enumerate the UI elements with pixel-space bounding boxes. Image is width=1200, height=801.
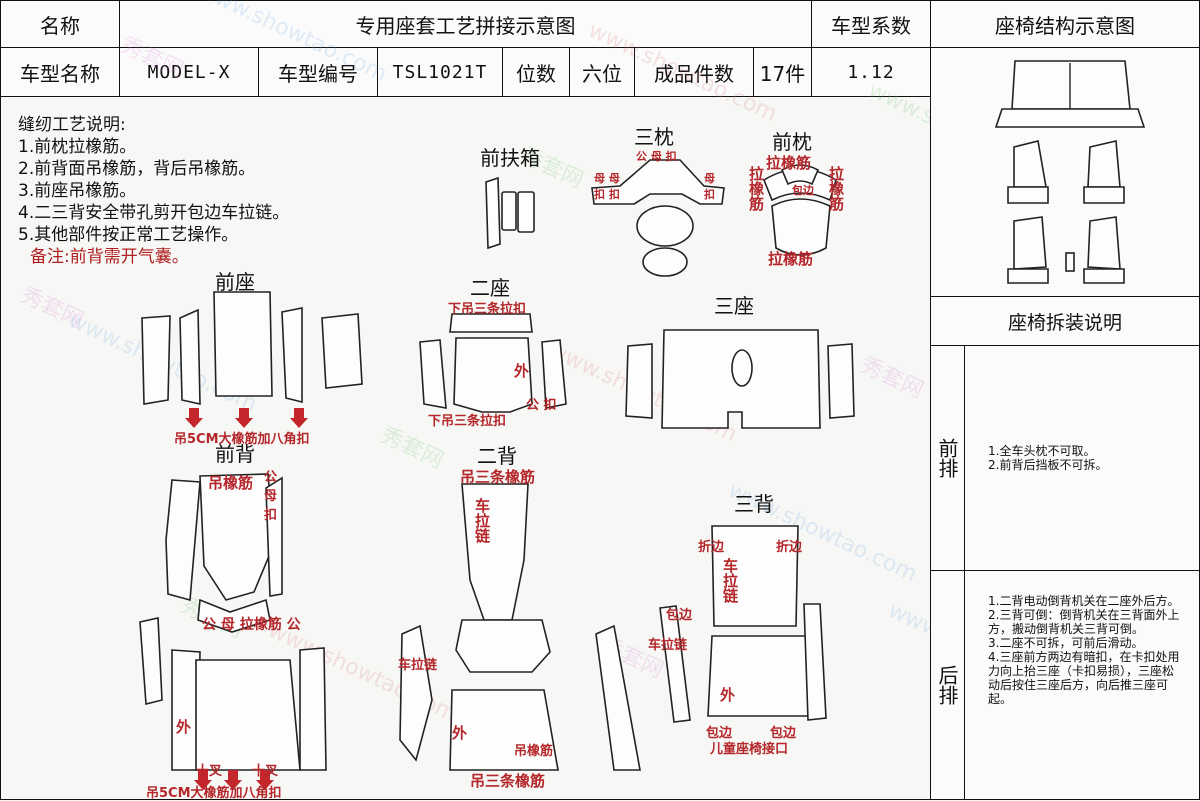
annotation-third-back-zip-left: 车拉链: [648, 638, 688, 653]
annotation-second-seat-top: 下吊三条拉扣: [448, 302, 527, 317]
annotation-front-back-cross-left: 十叉: [196, 764, 223, 779]
annotation-third-pillow-clip: 公 母 扣: [636, 150, 677, 163]
annotation-third-back-fold-left: 折边: [698, 540, 725, 555]
rear-row-note: 1.二背电动倒背机关在二座外后方。: [988, 594, 1180, 608]
front-row-label-cell: 前排: [930, 345, 965, 571]
model-name: MODEL-X: [147, 61, 231, 83]
front-row-note: 2.前背后挡板不可拆。: [988, 458, 1108, 472]
annotation-second-seat-clip: 公 扣: [526, 398, 557, 413]
disassembly-title: 座椅拆装说明: [1007, 311, 1122, 334]
model-code: TSL1021T: [392, 61, 488, 83]
annotation-third-pillow-mu-left: 母 母 扣 扣: [594, 172, 620, 201]
structure-title: 座椅结构示意图: [995, 13, 1135, 38]
label-third-pillow: 三枕: [634, 125, 674, 149]
series-label: 车型系数: [831, 13, 911, 38]
notes-title: 缝纫工艺说明:: [18, 115, 126, 135]
series-value-cell: 1.12: [811, 47, 931, 97]
pieces-cell: 17件: [753, 47, 812, 97]
annotation-second-back-hang: 吊橡筋: [514, 744, 554, 759]
rear-row-notes: 1.二背电动倒背机关在二座外后方。 2.三背可倒：倒背机关在三背面外上方，搬动倒…: [988, 594, 1184, 706]
model-name-label-cell: 车型名称: [0, 47, 120, 97]
annotation-third-back-fold-right: 折边: [776, 540, 803, 555]
rear-row-label-cell: 后排: [930, 570, 965, 800]
annotation-third-pillow-mu-right: 母 扣: [704, 172, 715, 201]
annotation-pillow-side-left: 拉橡筋: [747, 166, 765, 211]
annotation-pillow-rubber-bottom: 拉橡筋: [768, 250, 814, 268]
model-code-cell: TSL1021T: [377, 47, 503, 97]
name-label: 名称: [40, 13, 80, 38]
label-front-back: 前背: [215, 442, 255, 466]
label-front-seat: 前座: [215, 270, 255, 294]
notes-item: 4.二三背安全带孔剪开包边车拉链。: [18, 203, 290, 223]
front-row-label: 前排: [935, 438, 959, 478]
page-title: 专用座套工艺拼接示意图: [355, 13, 576, 38]
annotation-third-back-outer: 外: [720, 686, 736, 704]
annotation-second-back-zipper: 车拉链: [473, 498, 491, 543]
annotation-second-back-zip-left: 车拉链: [398, 658, 438, 673]
pieces-value: 17件: [759, 61, 806, 86]
name-label-cell: 名称: [0, 0, 120, 48]
rear-row-note: 2.三背可倒：倒背机关在三背面外上方，搬动倒背机关三背可倒。: [988, 608, 1180, 636]
seats-value: 六位: [582, 61, 622, 86]
front-row-notes: 1.全车头枕不可取。 2.前背后挡板不可拆。: [988, 444, 1107, 472]
notes-item: 1.前枕拉橡筋。: [18, 137, 137, 157]
label-front-pillow: 前枕: [772, 130, 812, 154]
annotation-second-back-outer: 外: [452, 724, 468, 742]
model-name-label: 车型名称: [20, 61, 100, 86]
annotation-second-back-top: 吊三条橡筋: [460, 468, 536, 486]
model-name-cell: MODEL-X: [119, 47, 259, 97]
notes-item: 2.前背面吊橡筋，背后吊橡筋。: [18, 159, 256, 179]
seats-cell: 六位: [569, 47, 635, 97]
pieces-label: 成品件数: [654, 61, 734, 86]
annotation-pillow-side-right: 拉橡筋: [827, 166, 845, 211]
annotation-side-gm: 公 母 扣: [264, 470, 278, 523]
series-value: 1.12: [847, 61, 895, 83]
front-row-note: 1.全车头枕不可取。: [988, 444, 1096, 458]
notes-item: 3.前座吊橡筋。: [18, 181, 137, 201]
annotation-second-back-bottom: 吊三条橡筋: [470, 772, 546, 790]
disassembly-title-cell: 座椅拆装说明: [930, 296, 1200, 346]
label-third-seat: 三座: [714, 294, 754, 318]
label-third-back: 三背: [734, 492, 774, 516]
annotation-front-back-cross-right: 十叉: [252, 764, 279, 779]
annotation-second-seat-outer: 外: [514, 362, 530, 380]
annotation-third-back-zipper: 车拉链: [721, 558, 739, 603]
annotation-front-back-outer: 外: [176, 718, 192, 736]
annotation-pillow-rubber: 拉橡筋: [766, 154, 812, 172]
rear-row-note: 4.三座前方两边有暗扣，在卡扣处用力向上抬三座（卡扣易损），三座松动后按住三座后…: [988, 650, 1180, 706]
model-code-label-cell: 车型编号: [258, 47, 378, 97]
seats-label: 位数: [516, 61, 556, 86]
rear-row-label: 后排: [935, 665, 959, 705]
annotation-third-back-wrap: 包边: [666, 608, 693, 623]
front-row-notes-cell: [964, 345, 1200, 571]
seat-structure-illustration: [994, 60, 1146, 284]
annotation-front-seat-arrow: 吊5CM大橡筋加八角扣: [174, 432, 310, 447]
notes-remark: 备注:前背需开气囊。: [30, 247, 189, 267]
label-front-armrest: 前扶箱: [480, 146, 540, 170]
annotation-front-back-arrow: 吊5CM大橡筋加八角扣: [146, 786, 282, 801]
label-second-seat: 二座: [470, 276, 510, 300]
title-cell: 专用座套工艺拼接示意图: [119, 0, 812, 48]
annotation-third-back-wrap: 包边: [770, 726, 797, 741]
annotation-third-back-wrap: 包边: [706, 726, 733, 741]
sewing-notes: 缝纫工艺说明: 1.前枕拉橡筋。 2.前背面吊橡筋，背后吊橡筋。 3.前座吊橡筋…: [18, 114, 289, 268]
annotation-third-back-bottom: 儿童座椅接口: [710, 742, 789, 757]
notes-item: 5.其他部件按正常工艺操作。: [18, 225, 239, 245]
seats-label-cell: 位数: [502, 47, 570, 97]
annotation-front-back-mid: 公 母 拉橡筋 公: [202, 617, 301, 633]
structure-title-cell: 座椅结构示意图: [930, 0, 1200, 48]
model-code-label: 车型编号: [278, 61, 358, 86]
label-second-back: 二背: [477, 444, 517, 468]
annotation-second-seat-bottom: 下吊三条拉扣: [428, 414, 507, 429]
pieces-label-cell: 成品件数: [634, 47, 754, 97]
annotation-front-back-top: 吊橡筋: [208, 474, 254, 492]
annotation-pillow-wrap: 包边: [792, 184, 814, 197]
series-label-cell: 车型系数: [811, 0, 931, 48]
rear-row-notes-cell: [964, 570, 1200, 800]
rear-row-note: 3.二座不可拆，可前后滑动。: [988, 636, 1144, 650]
